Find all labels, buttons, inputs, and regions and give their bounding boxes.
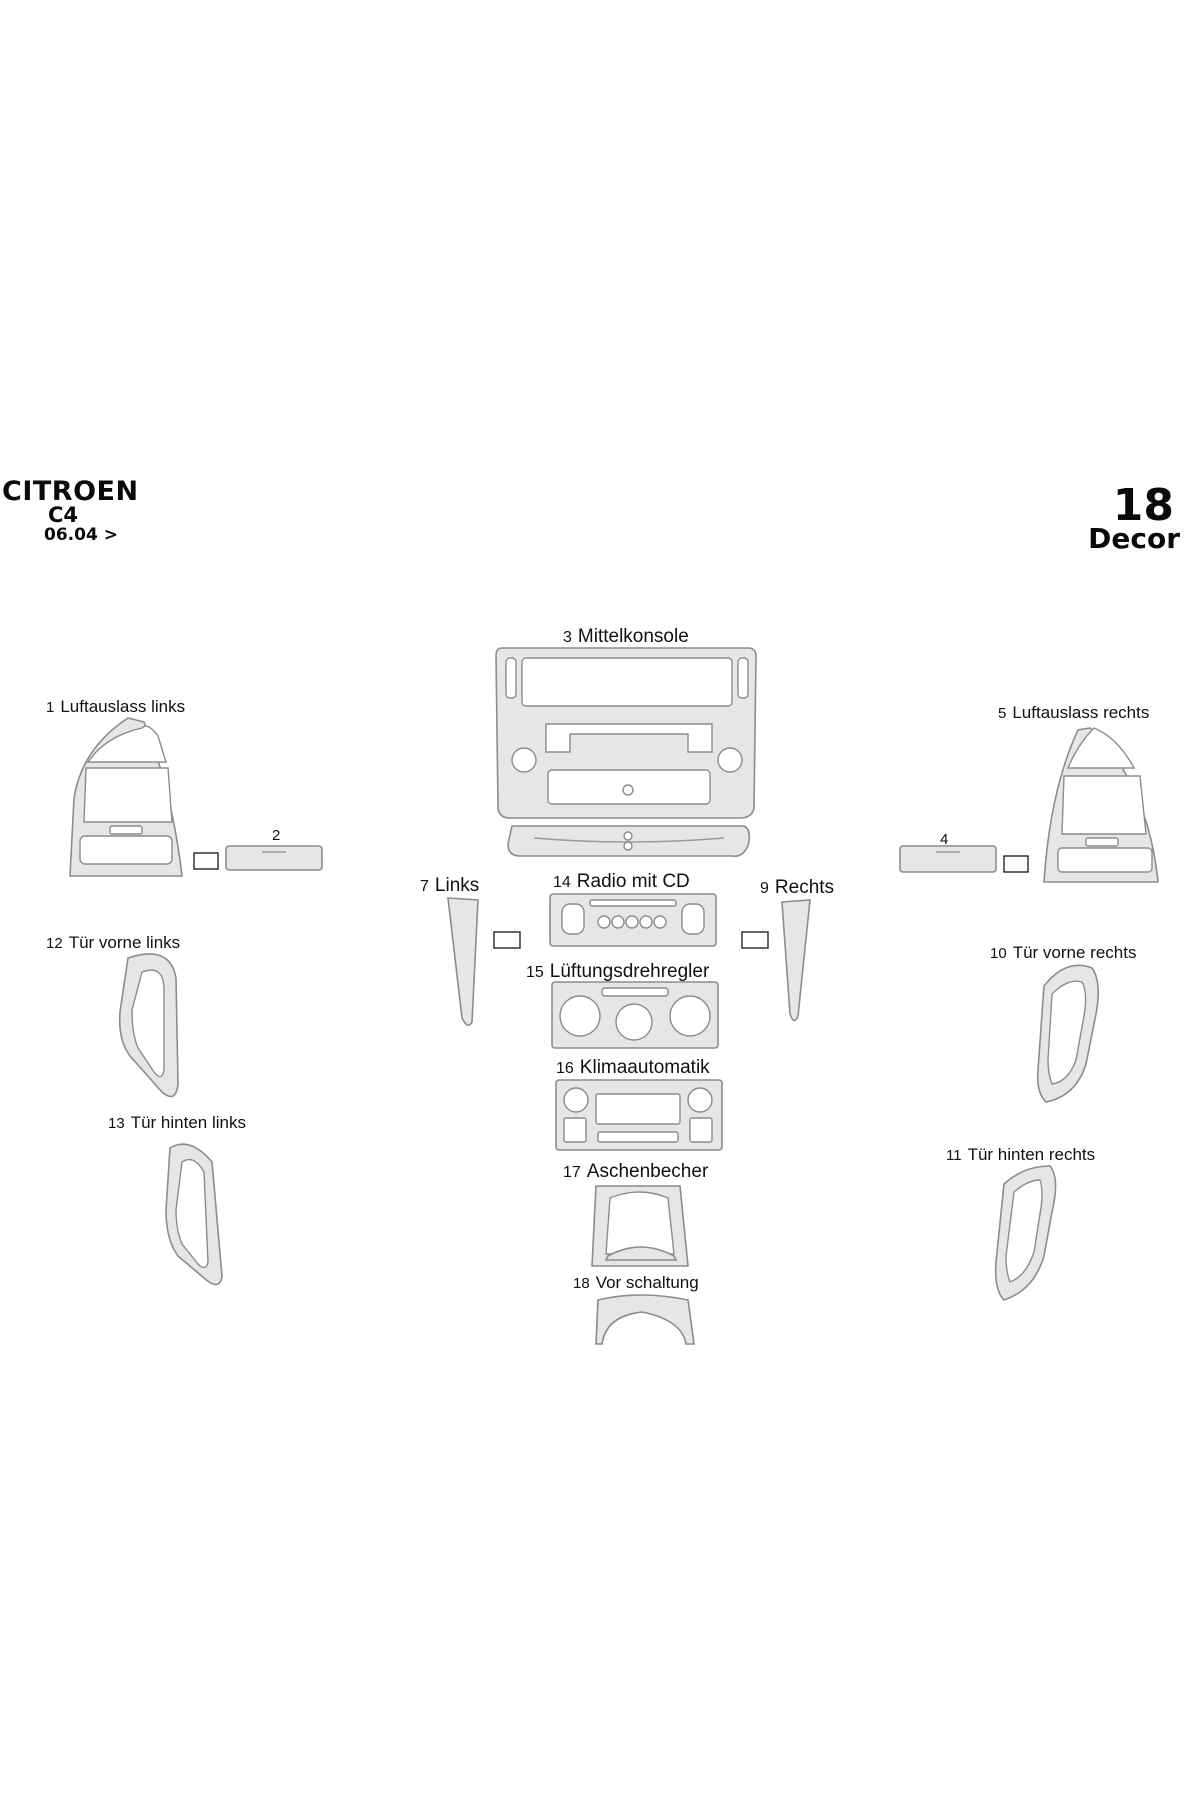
part-16-shape xyxy=(555,1079,723,1151)
part-label-4: 4 xyxy=(940,831,949,848)
part-4-swatch xyxy=(1003,855,1029,873)
model-title: C4 xyxy=(48,503,79,527)
part-4-shape xyxy=(899,845,997,873)
part-7-shape xyxy=(447,897,479,1026)
part-15-shape xyxy=(551,981,719,1049)
part-3-shape xyxy=(495,647,757,858)
piece-count: 18 xyxy=(1112,480,1174,531)
part-10-shape xyxy=(1036,964,1100,1103)
part-14-shape xyxy=(549,893,717,947)
part-7-swatch xyxy=(493,931,521,949)
brand-title: CITROEN xyxy=(2,476,139,507)
part-9-shape xyxy=(781,899,811,1022)
part-label-2: 2 xyxy=(272,827,281,844)
part-13-shape xyxy=(165,1143,223,1286)
part-1-shape xyxy=(69,717,183,877)
part-12-shape xyxy=(118,953,179,1098)
part-2-shape xyxy=(225,845,323,871)
model-date: 06.04 > xyxy=(44,525,118,545)
part-17-shape xyxy=(591,1185,689,1267)
part-2-swatch xyxy=(193,852,219,870)
part-9-swatch xyxy=(741,931,769,949)
part-11-shape xyxy=(994,1165,1057,1301)
part-5-shape xyxy=(1043,727,1159,883)
kit-name: Decor xyxy=(1088,522,1180,555)
part-18-shape xyxy=(595,1294,695,1345)
